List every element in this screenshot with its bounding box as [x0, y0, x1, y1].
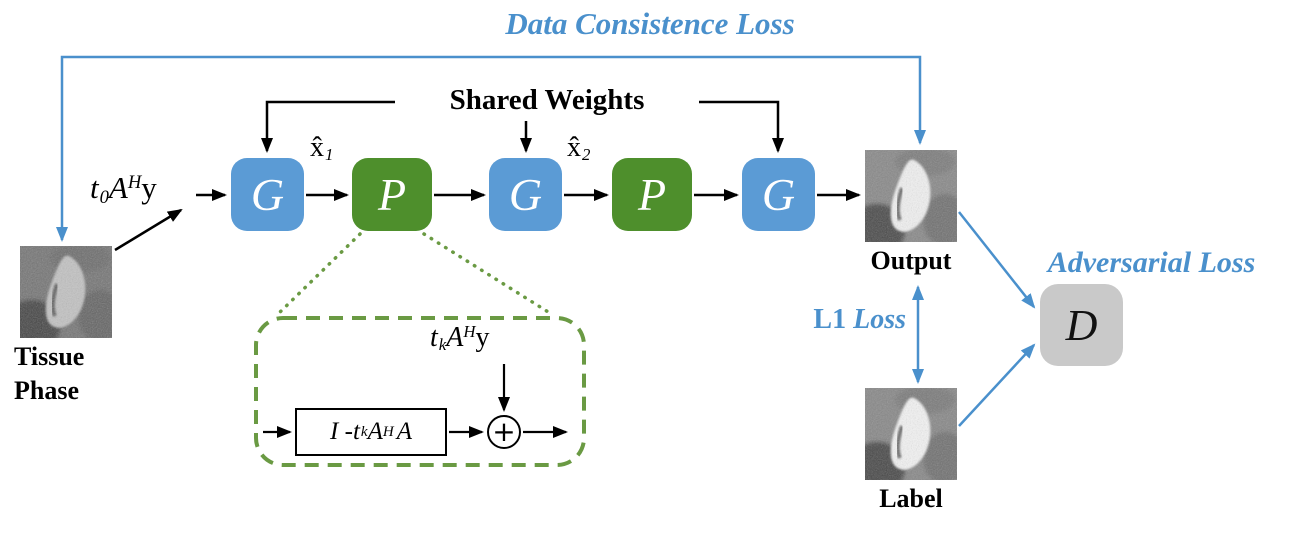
l1-loss-label: L1 Loss	[770, 304, 906, 336]
l1-loss-prefix: L1	[813, 304, 847, 335]
output-caption: Output	[870, 246, 952, 275]
generator-block-2: G	[489, 158, 562, 231]
tissue-phase-caption: Tissue Phase	[14, 342, 85, 405]
plus-icon: +	[492, 415, 516, 448]
label-mri	[865, 388, 957, 480]
shared-weights-label: Shared Weights	[449, 84, 645, 116]
tissue-phase-image	[20, 246, 112, 338]
sum-node: +	[487, 415, 521, 449]
projection-detail-box	[254, 316, 586, 467]
x1-hat-label: x̂1	[310, 132, 334, 165]
shared-weights-arrows	[261, 100, 784, 153]
projection-block-1: P	[352, 158, 432, 231]
adversarial-arrows	[958, 211, 1036, 427]
l1-loss-word: Loss	[853, 304, 906, 335]
discriminator-block: D	[1040, 284, 1123, 366]
x2-hat-label: x̂2	[567, 132, 591, 165]
projection-block-2: P	[612, 158, 692, 231]
data-consistency-loss-arrow	[56, 55, 926, 242]
output-mri	[865, 150, 957, 242]
projection-callout	[254, 232, 586, 467]
input-arrows	[114, 189, 227, 252]
tk-ah-y-label: tkAHy	[430, 322, 490, 355]
projection-inner-arrows	[263, 364, 568, 438]
tissue-phase-mri	[20, 246, 112, 338]
adversarial-loss-label: Adversarial Loss	[1047, 246, 1256, 279]
generator-block-1: G	[231, 158, 304, 231]
generator-block-3: G	[742, 158, 815, 231]
input-math-label: t0AHy	[90, 170, 157, 208]
data-consistency-loss-label: Data Consistence Loss	[505, 6, 795, 41]
label-image	[865, 388, 957, 480]
label-caption: Label	[879, 484, 943, 513]
output-image	[865, 150, 957, 242]
